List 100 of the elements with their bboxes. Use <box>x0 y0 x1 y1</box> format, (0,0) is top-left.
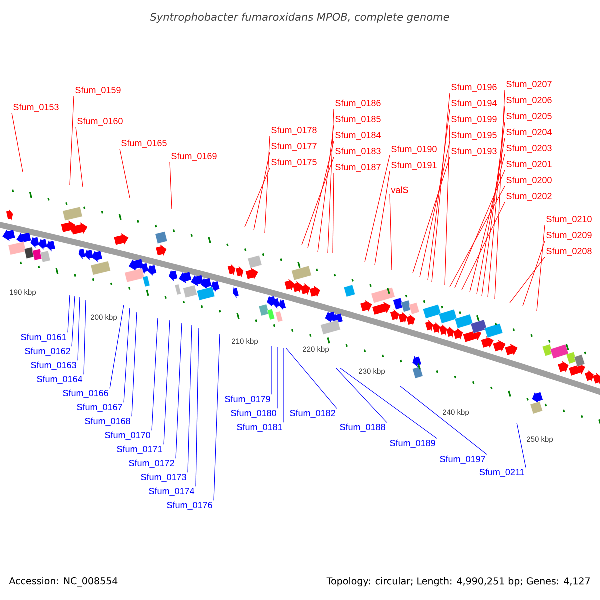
gene-label: Sfum_0153 <box>14 104 59 112</box>
leader-line <box>72 296 76 347</box>
gene-label: Sfum_0202 <box>506 192 552 202</box>
gene-label: Sfum_0166 <box>63 390 108 398</box>
leader-line <box>374 171 390 266</box>
leader-line <box>332 173 334 254</box>
leader-line <box>336 368 388 423</box>
leader-line <box>152 318 158 431</box>
gene-label: Sfum_0163 <box>31 362 76 370</box>
genome-info-text: Topology: circular; Length: 4,990,251 bp; Genes: 4,127 <box>326 577 590 587</box>
leader-line <box>328 109 334 254</box>
gene-label: Sfum_0196 <box>452 84 497 92</box>
leader-line <box>302 157 334 246</box>
leader-line <box>12 113 24 172</box>
gene-label: Sfum_0188 <box>340 424 386 432</box>
gene-label: Sfum_0190 <box>392 146 437 154</box>
gene-label: Sfum_0175 <box>272 158 317 168</box>
leader-line <box>196 328 200 487</box>
leader-line <box>78 296 80 361</box>
accession-text: Accession: NC_008554 <box>9 577 118 587</box>
leader-line <box>390 194 392 270</box>
gene-label: Sfum_0204 <box>506 128 552 138</box>
gene-label: Sfum_0210 <box>546 216 592 224</box>
leader-line <box>120 149 130 198</box>
gene-label: Sfum_0180 <box>231 410 276 418</box>
gene-label: Sfum_0205 <box>506 112 552 122</box>
gene-label: Sfum_0184 <box>336 132 381 140</box>
gene-label: Sfum_0203 <box>506 144 552 154</box>
gene-label: Sfum_0193 <box>452 148 497 156</box>
gene-label: Sfum_0174 <box>149 488 195 496</box>
gene-label: Sfum_0169 <box>172 152 217 162</box>
gene-label: Sfum_0186 <box>336 100 381 108</box>
gene-label: Sfum_0168 <box>85 418 130 426</box>
gene-label: Sfum_0211 <box>480 468 524 478</box>
gene-label: Sfum_0182 <box>290 410 336 418</box>
leader-line <box>428 109 450 280</box>
leader-line <box>470 154 506 292</box>
leader-line <box>340 368 438 439</box>
leader-line <box>400 386 488 455</box>
leader-line <box>164 320 170 445</box>
gene-label: Sfum_0183 <box>336 148 381 156</box>
leader-line <box>494 90 506 300</box>
leader-line <box>264 136 270 234</box>
leader-line <box>214 334 220 501</box>
gene-label: Sfum_0181 <box>237 424 282 432</box>
gene-label: Sfum_0165 <box>122 140 167 148</box>
leader-line <box>76 127 84 188</box>
leader-line <box>70 96 74 186</box>
leader-line <box>482 122 506 296</box>
leader-line <box>364 155 390 262</box>
leader-line <box>318 125 334 252</box>
gene-label: Sfum_0194 <box>452 100 497 108</box>
leader-line <box>412 157 450 274</box>
leader-line <box>170 162 172 210</box>
leader-line <box>432 93 450 282</box>
gene-label: Sfum_0160 <box>78 118 123 126</box>
gene-label: Sfum_0162 <box>25 348 70 356</box>
gene-label: Sfum_0170 <box>105 432 150 440</box>
leader-line <box>254 152 270 230</box>
leader-line <box>124 308 130 403</box>
gene-label: Sfum_0197 <box>440 456 486 464</box>
gene-label: Sfum_0191 <box>392 162 437 170</box>
leader-line <box>420 141 450 278</box>
gene-label: Sfum_0200 <box>506 176 552 186</box>
leader-line <box>488 106 506 298</box>
gene-label: Sfum_0164 <box>37 376 83 384</box>
leader-line <box>244 168 270 228</box>
gene-label: Sfum_0159 <box>76 86 121 96</box>
gene-label: Sfum_0161 <box>21 334 66 342</box>
gene-label: Sfum_0172 <box>129 460 174 468</box>
gene-label: Sfum_0208 <box>546 248 592 256</box>
leader-line <box>476 138 506 294</box>
gene-label: Sfum_0179 <box>225 396 270 404</box>
gene-label: Sfum_0178 <box>272 126 317 136</box>
gene-label: Sfum_0195 <box>452 132 497 140</box>
leader-line <box>84 300 86 375</box>
leader-line <box>286 348 338 409</box>
leader-line <box>536 225 546 312</box>
leader-line <box>462 202 506 290</box>
leader-line <box>510 257 546 304</box>
leader-line <box>188 324 192 473</box>
gene-label: Sfum_0185 <box>336 116 381 124</box>
leader-line <box>522 241 546 306</box>
leader-line <box>450 186 506 288</box>
gene-label: Sfum_0187 <box>336 164 381 172</box>
leader-line <box>68 294 70 333</box>
gene-label: Sfum_0206 <box>506 96 552 106</box>
leader-line <box>132 312 138 417</box>
title: Syntrophobacter fumaroxidans MPOB, complete genome <box>150 12 450 24</box>
gene-label: Sfum_0171 <box>117 446 162 454</box>
leader-line <box>110 304 124 389</box>
gene-label: Sfum_0173 <box>141 474 186 482</box>
gene-label: Sfum_0199 <box>452 116 497 124</box>
gene-label: Sfum_0177 <box>272 142 317 152</box>
gene-label: Sfum_0167 <box>77 404 122 412</box>
gene-label: Sfum_0209 <box>546 232 592 240</box>
gene-label: Sfum_0189 <box>390 440 436 448</box>
leader-line <box>176 322 182 459</box>
leader-line <box>454 170 506 288</box>
gene-label: Sfum_0176 <box>167 502 212 510</box>
